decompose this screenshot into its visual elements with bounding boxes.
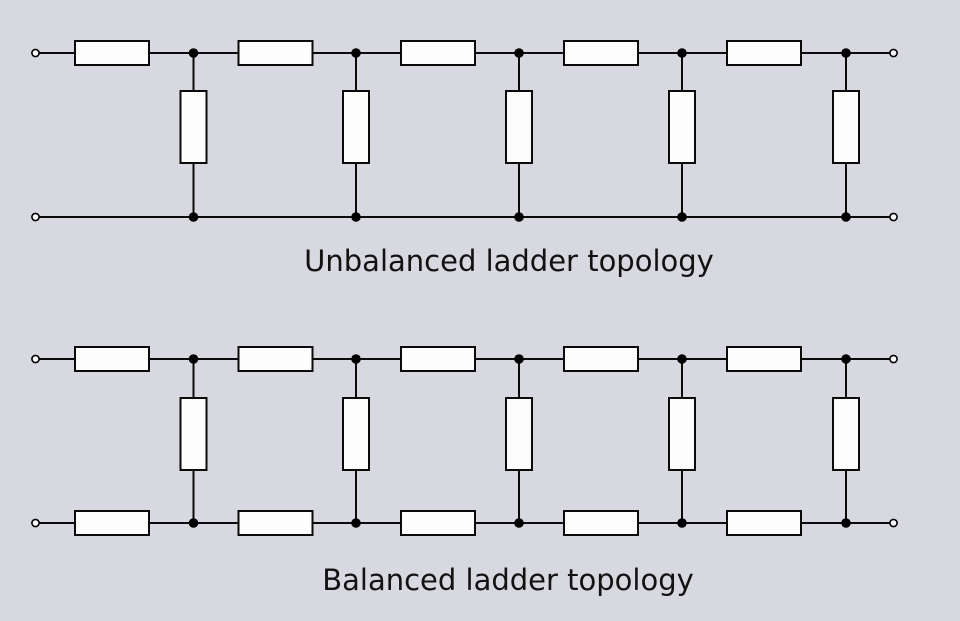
series-resistor [74, 510, 150, 536]
series-resistor [563, 510, 639, 536]
balanced-ladder-title: Balanced ladder topology [322, 563, 694, 597]
terminal-port [889, 48, 898, 58]
shunt-resistor [832, 90, 860, 164]
junction-dot [188, 518, 199, 528]
junction-dot [351, 212, 361, 222]
shunt-resistor [505, 90, 533, 164]
series-resistor [74, 346, 150, 372]
series-resistor [237, 40, 314, 66]
series-resistor [726, 510, 802, 536]
junction-dot [514, 212, 524, 222]
terminal-port [31, 518, 40, 528]
series-resistor [563, 40, 639, 66]
junction-dot [677, 354, 687, 364]
balanced-ladder-diagram [31, 346, 898, 536]
junction-dot [841, 212, 851, 222]
junction-dot [351, 518, 361, 528]
junction-dot [841, 518, 851, 528]
junction-dot [351, 48, 361, 58]
junction-dot [514, 48, 524, 58]
shunt-resistor [668, 90, 696, 164]
junction-dot [351, 354, 361, 364]
shunt-resistor [179, 397, 208, 471]
series-resistor [400, 40, 476, 66]
junction-dot [841, 354, 851, 364]
unbalanced-ladder-diagram [31, 40, 898, 222]
terminal-port [31, 354, 40, 364]
series-resistor [237, 346, 314, 372]
series-resistor [237, 510, 314, 536]
terminal-port [31, 48, 40, 58]
terminal-port [889, 354, 898, 364]
series-resistor [563, 346, 639, 372]
junction-dot [841, 48, 851, 58]
shunt-resistor [179, 90, 208, 164]
terminal-port [889, 518, 898, 528]
junction-dot [188, 212, 199, 222]
junction-dot [514, 354, 524, 364]
terminal-port [31, 212, 40, 222]
junction-dot [188, 48, 199, 58]
series-resistor [74, 40, 150, 66]
terminal-port [889, 212, 898, 222]
junction-dot [677, 518, 687, 528]
shunt-resistor [505, 397, 533, 471]
junction-dot [677, 48, 687, 58]
junction-dot [514, 518, 524, 528]
shunt-resistor [342, 397, 370, 471]
series-resistor [726, 346, 802, 372]
junction-dot [188, 354, 199, 364]
shunt-resistor [668, 397, 696, 471]
junction-dot [677, 212, 687, 222]
unbalanced-ladder-title: Unbalanced ladder topology [304, 244, 714, 278]
series-resistor [400, 510, 476, 536]
series-resistor [726, 40, 802, 66]
series-resistor [400, 346, 476, 372]
shunt-resistor [342, 90, 370, 164]
shunt-resistor [832, 397, 860, 471]
